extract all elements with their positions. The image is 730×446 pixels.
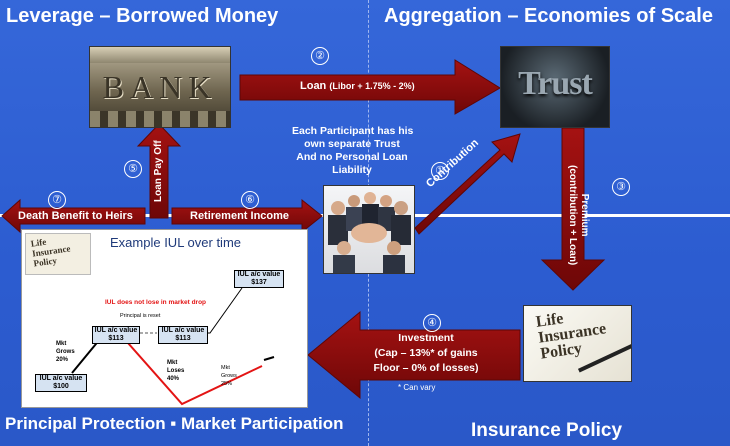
mkt-line: Mkt [167, 360, 178, 366]
bank-image: BANK [89, 46, 231, 128]
loan-payoff-label: Loan Pay Off [153, 140, 164, 202]
iul-box-113-b: IUL a/c value $113 [158, 326, 208, 344]
contribution-arrow [414, 133, 521, 235]
bank-cornice [90, 47, 230, 63]
iul-box-text: $113 [108, 335, 124, 342]
step-1-marker: ① [431, 162, 449, 180]
heading-insurance-policy: Insurance Policy [471, 420, 623, 441]
mkt-grows-20: Mkt Grows 20% [56, 340, 75, 364]
iul-principal-reset: Principal is reset [120, 313, 161, 319]
trust-image: Trust [500, 46, 610, 128]
mkt-line: Mkt [221, 365, 230, 371]
premium-label-text: Premium [579, 193, 590, 237]
iul-box-text: IUL a/c value [161, 327, 205, 334]
iul-box-text: $100 [53, 383, 69, 390]
heading-leverage: Leverage – Borrowed Money [6, 5, 279, 27]
mkt-line: Mkt [56, 341, 67, 347]
participant-note-line: And no Personal Loan [296, 151, 408, 163]
premium-label: Premium (contribution + Loan) [566, 165, 590, 265]
participant-note-line: own separate Trust [304, 138, 400, 150]
loan-label-text: Loan [300, 80, 327, 92]
can-vary-note: * Can vary [398, 383, 436, 392]
loan-arrow [239, 59, 501, 115]
iul-no-lose-note: IUL does not lose in market drop [105, 299, 207, 306]
investment-cap: (Cap – 13%* of gains [374, 347, 478, 359]
mkt-line: Grows [56, 349, 75, 355]
iul-title: Example IUL over time [110, 235, 242, 250]
investment-arrow [307, 310, 521, 400]
participants-image [323, 185, 415, 274]
loan-label: Loan (Libor + 1.75% - 2%) [300, 80, 415, 92]
participant-note: Each Participant has his own separate Tr… [292, 125, 414, 177]
iul-box-text: $113 [175, 335, 191, 342]
mkt-line: 20% [56, 357, 69, 363]
heading-principal-protection: Principal Protection ▪ Market Participat… [5, 414, 344, 433]
mkt-line: 25% [221, 381, 233, 387]
mkt-grows-25: Mkt Grows 25% [221, 364, 237, 388]
retirement-arrow [171, 198, 323, 234]
iul-box-text: IUL a/c value [237, 271, 281, 278]
participant-note-line: Liability [332, 164, 372, 176]
iul-box-137: IUL a/c value $137 [234, 270, 284, 288]
mkt-loses-40: Mkt Loses 40% [167, 359, 184, 383]
mkt-line: Loses [167, 368, 185, 374]
trust-text: Trust [518, 65, 593, 102]
insurance-policy-image: Life Insurance Policy [523, 305, 632, 382]
iul-example-panel: Life Insurance Policy Example IUL over t… [21, 229, 308, 408]
premium-sub-text: (contribution + Loan) [567, 165, 578, 266]
death-benefit-label: Death Benefit to Heirs [18, 210, 133, 222]
premium-arrow [540, 127, 606, 291]
step-5-marker: ⑤ [124, 160, 142, 178]
step-4-marker: ④ [423, 314, 441, 332]
bank-text: BANK [102, 69, 218, 105]
iul-box-text: IUL a/c value [39, 375, 83, 382]
iul-box-text: IUL a/c value [94, 327, 138, 334]
participants-illustration [328, 192, 411, 273]
heading-aggregation: Aggregation – Economies of Scale [384, 5, 713, 27]
iul-box-113-a: IUL a/c value $113 [92, 326, 140, 344]
participant-note-line: Each Participant has his [292, 125, 414, 137]
investment-title: Investment [398, 332, 454, 344]
mkt-line: Grows [221, 373, 237, 379]
step-2-marker: ② [311, 47, 329, 65]
iul-box-text: $137 [251, 279, 267, 286]
retirement-label: Retirement Income [190, 210, 290, 222]
bank-columns [90, 111, 230, 127]
investment-label: Investment (Cap – 13%* of gains Floor – … [356, 331, 496, 376]
step-6-marker: ⑥ [241, 191, 259, 209]
step-7-marker: ⑦ [48, 191, 66, 209]
policy-text: Life Insurance Policy [535, 306, 609, 362]
policy-thumbnail: Life Insurance Policy [25, 233, 91, 275]
loan-rate-text: (Libor + 1.75% - 2%) [329, 81, 415, 91]
mkt-line: 40% [167, 376, 180, 382]
iul-box-100: IUL a/c value $100 [35, 374, 87, 392]
loan-payoff-arrow [136, 123, 182, 219]
step-3-marker: ③ [612, 178, 630, 196]
investment-floor: Floor – 0% of losses) [373, 362, 479, 374]
death-benefit-arrow [1, 198, 146, 234]
